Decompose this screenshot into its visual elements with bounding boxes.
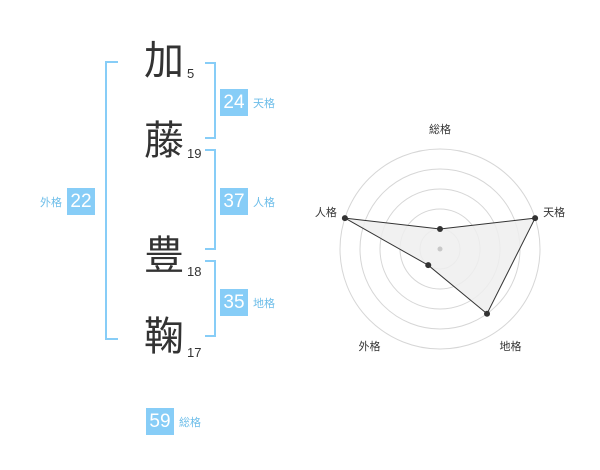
gaikaku-bracket <box>105 61 118 340</box>
radar-ring-5 <box>339 148 541 350</box>
chikaku-value: 35 <box>220 289 248 316</box>
stroke-count-1: 5 <box>187 66 195 81</box>
radar-axis-label-4: 人格 <box>315 205 337 219</box>
chikaku-bracket <box>205 260 216 337</box>
soukaku-label: 総格 <box>179 415 201 429</box>
chikaku-badge: 35 地格 <box>220 289 275 316</box>
jinkaku-bracket <box>205 149 216 250</box>
radar-axis-label-2: 地格 <box>500 339 522 353</box>
radar-point-0 <box>437 226 443 232</box>
jinkaku-label: 人格 <box>253 195 275 209</box>
soukaku-value: 59 <box>146 408 174 435</box>
name-char-4: 鞠 <box>144 314 184 360</box>
soukaku-badge: 59 総格 <box>146 408 201 435</box>
stroke-count-3: 18 <box>187 264 202 279</box>
name-char-2: 藤 <box>144 118 184 164</box>
jinkaku-value: 37 <box>220 188 248 215</box>
radar-center-dot <box>437 246 443 252</box>
chikaku-label: 地格 <box>253 296 275 310</box>
radar-axis-label-3: 外格 <box>359 339 381 353</box>
radar-point-2 <box>484 310 491 317</box>
jinkaku-badge: 37 人格 <box>220 188 275 215</box>
radar-point-3 <box>425 262 432 269</box>
tenkaku-badge: 24 天格 <box>220 89 275 116</box>
tenkaku-value: 24 <box>220 89 248 116</box>
gaikaku-value: 22 <box>67 188 95 215</box>
radar-point-1 <box>532 215 539 222</box>
radar-point-4 <box>341 215 348 222</box>
gaikaku-label: 外格 <box>40 195 62 209</box>
radar-axis-label-0: 総格 <box>429 122 451 136</box>
name-char-3: 豊 <box>144 233 184 279</box>
name-char-1: 加 <box>144 38 184 84</box>
tenkaku-bracket <box>205 62 216 139</box>
stroke-count-4: 17 <box>187 345 202 360</box>
radar-polygon <box>344 217 536 315</box>
stroke-count-2: 19 <box>187 146 202 161</box>
radar-axis-label-1: 天格 <box>543 205 565 219</box>
tenkaku-label: 天格 <box>253 96 275 110</box>
radar-points <box>341 215 539 317</box>
gaikaku-badge: 外格 22 <box>40 188 95 215</box>
